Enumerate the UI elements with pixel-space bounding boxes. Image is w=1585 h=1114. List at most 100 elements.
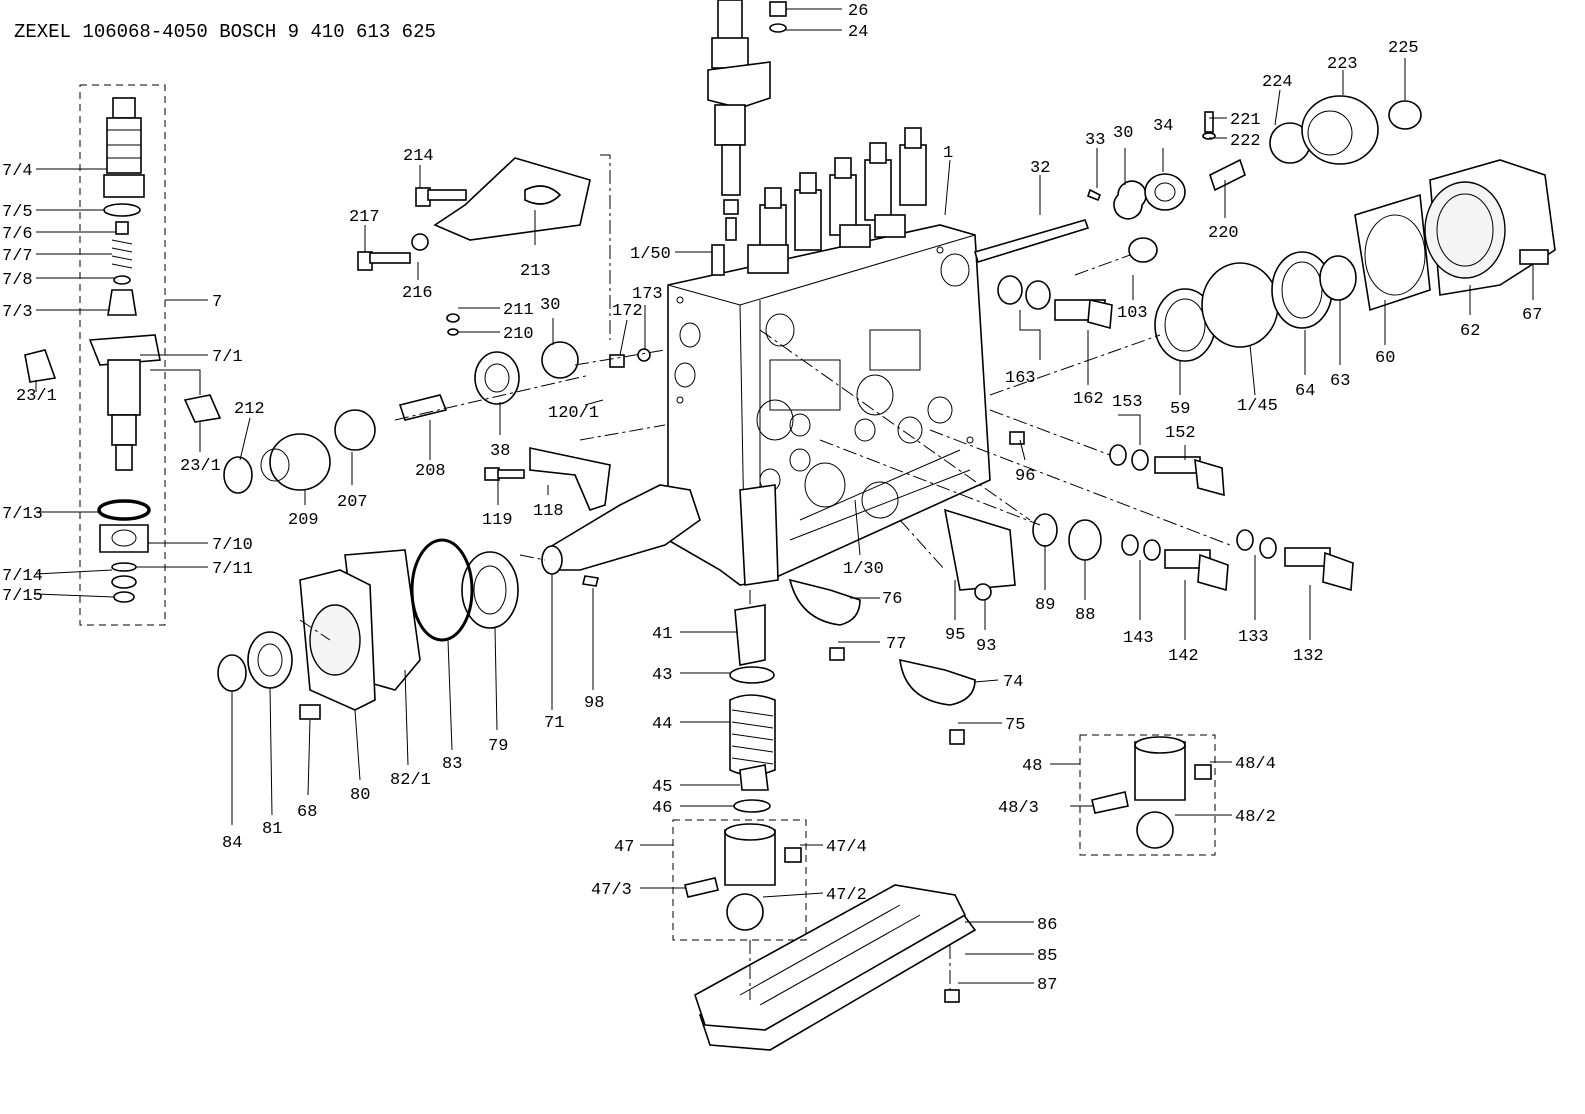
label-209: 209	[288, 511, 319, 530]
label-95: 95	[945, 626, 965, 645]
label-118: 118	[533, 502, 564, 521]
assembly-centerlines	[299, 154, 1231, 1000]
label-75: 75	[1005, 716, 1025, 735]
label-143: 143	[1123, 629, 1154, 648]
label-220: 220	[1208, 224, 1239, 243]
camshaft-and-flange	[217, 484, 701, 720]
label-64: 64	[1295, 382, 1315, 401]
diagram-title: ZEXEL 106068-4050 BOSCH 9 410 613 625	[14, 21, 436, 43]
top-holder-assembly	[707, 0, 787, 276]
pump-housing	[667, 224, 991, 586]
label-45: 45	[652, 778, 672, 797]
label-212: 212	[234, 400, 265, 419]
label-43: 43	[652, 666, 672, 685]
label-86: 86	[1037, 916, 1057, 935]
label-7: 7	[212, 293, 222, 312]
label-44: 44	[652, 715, 672, 734]
label-7-7: 7/7	[2, 247, 33, 266]
label-7-11: 7/11	[212, 560, 253, 579]
label-152: 152	[1165, 424, 1196, 443]
label-1-45: 1/45	[1237, 397, 1278, 416]
label-67: 67	[1522, 306, 1542, 325]
label-7-1: 7/1	[212, 348, 243, 367]
label-222: 222	[1230, 132, 1261, 151]
label-7-5: 7/5	[2, 203, 33, 222]
label-48-4: 48/4	[1235, 755, 1276, 774]
label-47-2: 47/2	[826, 886, 867, 905]
label-207: 207	[337, 493, 368, 512]
label-81: 81	[262, 820, 282, 839]
label-87: 87	[1037, 976, 1057, 995]
label-221: 221	[1230, 111, 1261, 130]
label-224: 224	[1262, 73, 1293, 92]
label-132: 132	[1293, 647, 1324, 666]
label-93: 93	[976, 637, 996, 656]
label-210: 210	[503, 325, 534, 344]
label-7-4: 7/4	[2, 162, 33, 181]
label-142: 142	[1168, 647, 1199, 666]
label-153: 153	[1112, 393, 1143, 412]
label-48: 48	[1022, 757, 1042, 776]
label-163: 163	[1005, 369, 1036, 388]
label-33: 33	[1085, 131, 1105, 150]
label-59: 59	[1170, 400, 1190, 419]
control-rack	[974, 95, 1422, 264]
label-89: 89	[1035, 596, 1055, 615]
label-63: 63	[1330, 372, 1350, 391]
support-pieces	[788, 508, 1016, 745]
label-34: 34	[1153, 117, 1173, 136]
label-213: 213	[520, 262, 551, 281]
label-68: 68	[297, 803, 317, 822]
label-62: 62	[1460, 322, 1480, 341]
label-214: 214	[403, 147, 434, 166]
label-23-1-right: 23/1	[180, 457, 221, 476]
label-30-left: 30	[540, 296, 560, 315]
label-46: 46	[652, 799, 672, 818]
label-77: 77	[886, 635, 906, 654]
label-26: 26	[848, 2, 868, 21]
label-208: 208	[415, 462, 446, 481]
label-24: 24	[848, 23, 868, 42]
label-71: 71	[544, 714, 564, 733]
label-96: 96	[1015, 467, 1035, 486]
label-172: 172	[612, 302, 643, 321]
label-85: 85	[1037, 947, 1057, 966]
governor-housing-group	[997, 159, 1556, 362]
label-60: 60	[1375, 349, 1395, 368]
label-223: 223	[1327, 55, 1358, 74]
label-7-8: 7/8	[2, 271, 33, 290]
label-217: 217	[349, 208, 380, 227]
label-83: 83	[442, 755, 462, 774]
label-1-30: 1/30	[843, 560, 884, 579]
label-103: 103	[1117, 304, 1148, 323]
label-38: 38	[490, 442, 510, 461]
detail-box-47	[672, 819, 807, 941]
label-119: 119	[482, 511, 513, 530]
label-98: 98	[584, 694, 604, 713]
label-76: 76	[882, 590, 902, 609]
label-225: 225	[1388, 39, 1419, 58]
label-7-13: 7/13	[2, 505, 43, 524]
label-23-1-left: 23/1	[16, 387, 57, 406]
label-120-1: 120/1	[548, 404, 599, 423]
label-48-2: 48/2	[1235, 808, 1276, 827]
label-84: 84	[222, 834, 242, 853]
right-bolts	[1009, 431, 1354, 592]
label-47-4: 47/4	[826, 838, 867, 857]
delivery-valve-holders	[747, 127, 927, 274]
label-7-15: 7/15	[2, 587, 43, 606]
left-upper-parts	[223, 157, 651, 511]
label-7-10: 7/10	[212, 536, 253, 555]
tappet-spring-stack	[729, 484, 779, 813]
label-7-6: 7/6	[2, 225, 33, 244]
label-41: 41	[652, 625, 672, 644]
part-labels: 26 24 1 32 33 30 34 221 222 220 224 223 …	[2, 2, 1542, 995]
label-88: 88	[1075, 606, 1095, 625]
label-79: 79	[488, 737, 508, 756]
detail-box-7	[24, 84, 222, 626]
label-1: 1	[943, 144, 953, 163]
label-74: 74	[1003, 673, 1023, 692]
label-30-right: 30	[1113, 124, 1133, 143]
